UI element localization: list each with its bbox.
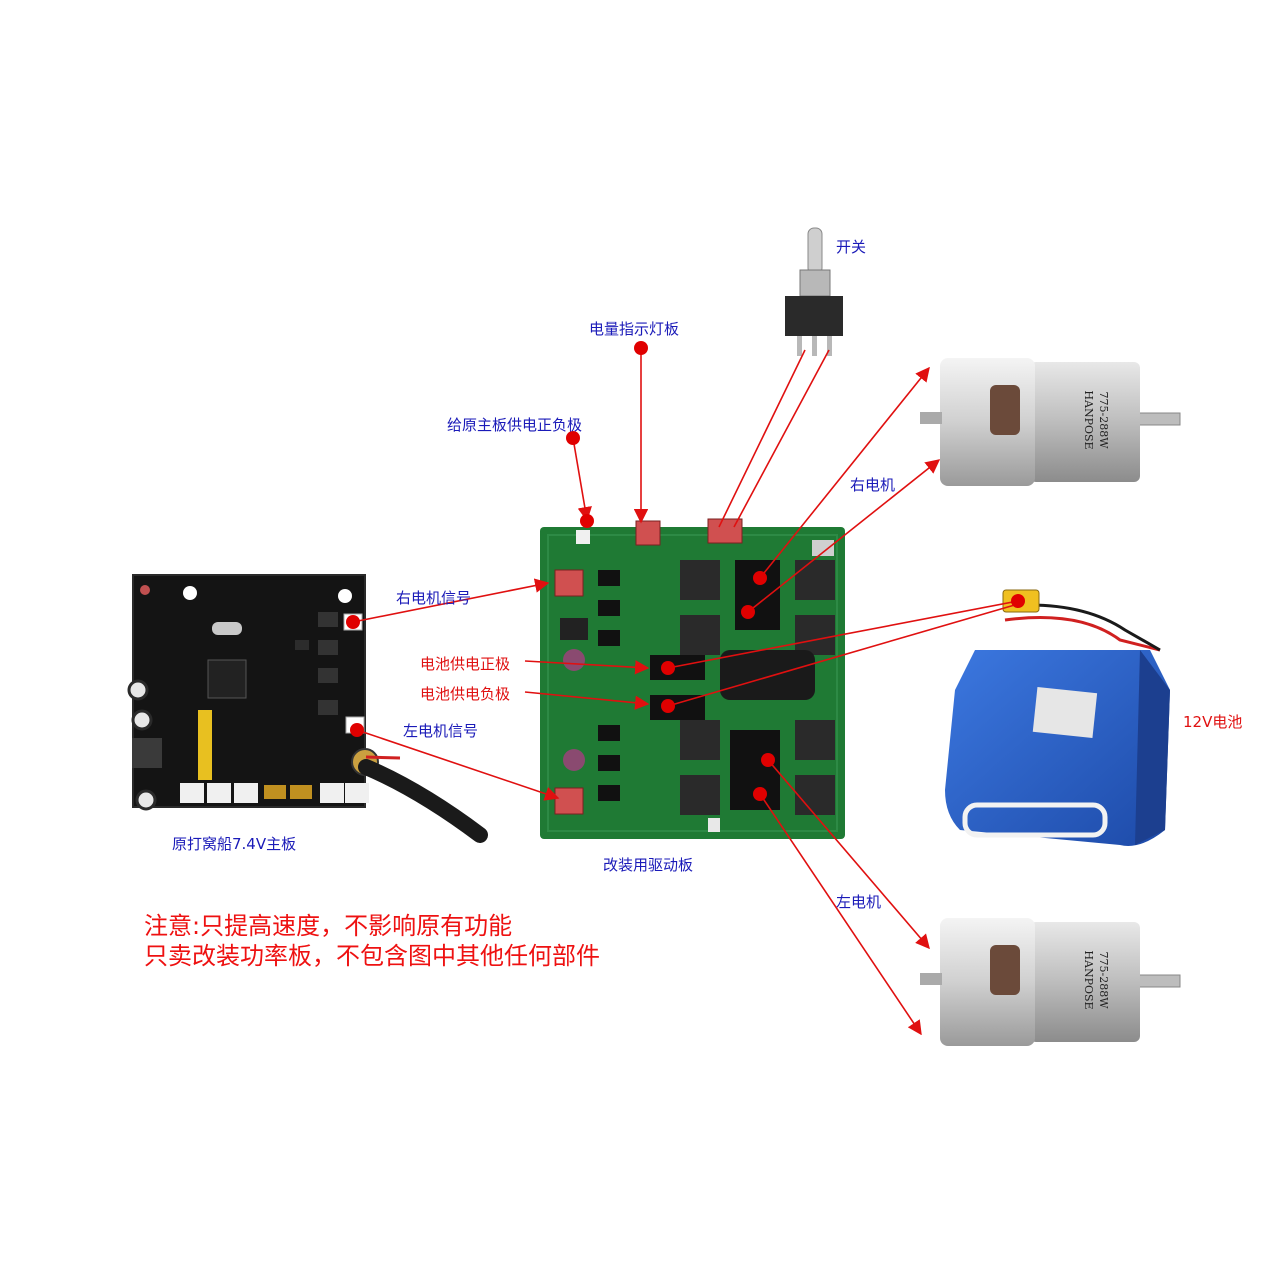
right-motor-signal-label: 右电机信号 xyxy=(396,589,472,607)
indicator-board-label: 电量指示灯板 xyxy=(589,320,680,338)
battery-negative-label: 电池供电负极 xyxy=(420,685,511,703)
original-mainboard-image xyxy=(127,574,488,843)
left-motor-image: HANPOSE 775-288W xyxy=(920,918,1181,1046)
left-motor-label: 左电机 xyxy=(836,893,882,911)
notice-line-2: 只卖改装功率板，不包含图中其他任何部件 xyxy=(144,942,600,970)
battery-image xyxy=(945,589,1170,846)
connection-lines xyxy=(352,348,1019,1036)
mainboard-power-label: 给原主板供电正负极 xyxy=(447,416,583,434)
notice-line-1: 注意:只提高速度，不影响原有功能 xyxy=(144,912,513,940)
right-motor-image: HANPOSE 775-288W xyxy=(920,358,1181,486)
left-motor-model: 775-288W xyxy=(1097,951,1110,1009)
original-mainboard-label: 原打窝船7.4V主板 xyxy=(172,835,297,853)
left-motor-brand: HANPOSE xyxy=(1082,950,1095,1009)
connection-points xyxy=(346,341,1025,801)
switch-label: 开关 xyxy=(836,238,867,256)
battery-12v-label: 12V电池 xyxy=(1183,713,1243,731)
right-motor-brand: HANPOSE xyxy=(1082,390,1095,449)
driver-board-image xyxy=(540,518,845,839)
right-motor-label: 右电机 xyxy=(850,476,896,494)
right-motor-model: 775-288W xyxy=(1097,391,1110,449)
toggle-switch-image xyxy=(785,227,843,356)
left-motor-signal-label: 左电机信号 xyxy=(403,722,479,740)
driver-board-label: 改装用驱动板 xyxy=(603,856,694,874)
battery-positive-label: 电池供电正极 xyxy=(420,655,511,673)
